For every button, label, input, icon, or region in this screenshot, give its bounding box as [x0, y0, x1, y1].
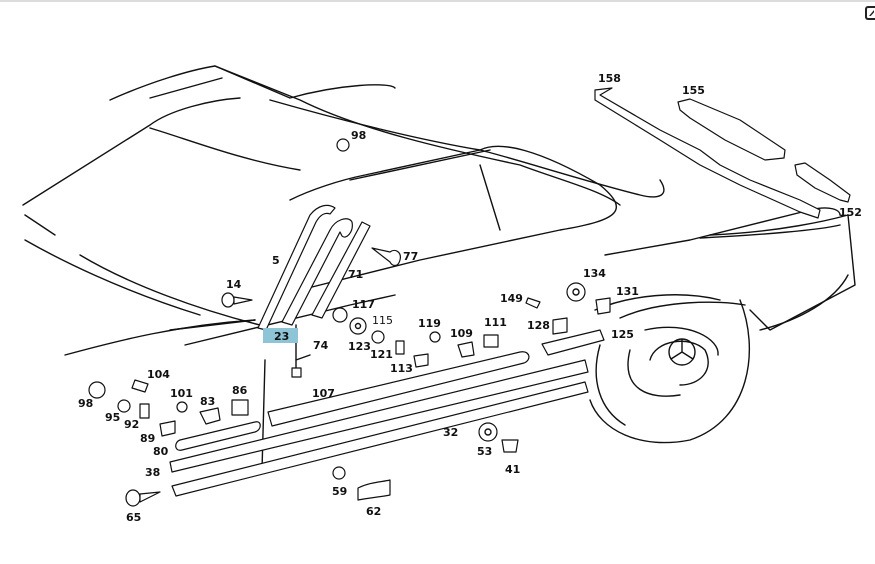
trim-152 — [794, 162, 851, 203]
highlight-box-23 — [263, 328, 298, 343]
callout-149[interactable]: 149 — [500, 292, 523, 305]
callout-128[interactable]: 128 — [527, 319, 550, 332]
callout-125[interactable]: 125 — [611, 328, 634, 341]
callout-113[interactable]: 113 — [390, 362, 413, 375]
callout-92[interactable]: 92 — [124, 418, 139, 431]
callout-117[interactable]: 117 — [352, 298, 375, 311]
callout-98-side[interactable]: 98 — [78, 397, 93, 410]
callout-59[interactable]: 59 — [332, 485, 347, 498]
fasteners — [88, 138, 611, 507]
callout-131[interactable]: 131 — [616, 285, 639, 298]
callout-83[interactable]: 83 — [200, 395, 215, 408]
callout-115[interactable]: 115 — [372, 314, 393, 327]
callout-158[interactable]: 158 — [598, 72, 621, 85]
callout-65[interactable]: 65 — [126, 511, 141, 524]
callout-80[interactable]: 80 — [153, 445, 169, 458]
callout-98-roof[interactable]: 98 — [351, 129, 366, 142]
callout-104[interactable]: 104 — [147, 368, 170, 381]
callout-62[interactable]: 62 — [366, 505, 381, 518]
callout-labels: 158 155 152 98 77 5 71 14 23 74 117 115 … — [78, 72, 862, 524]
callout-5[interactable]: 5 — [272, 254, 280, 267]
callout-38[interactable]: 38 — [145, 466, 160, 479]
callout-155[interactable]: 155 — [682, 84, 705, 97]
callout-107[interactable]: 107 — [312, 387, 335, 400]
top-border — [0, 0, 875, 2]
roof-rail-158 — [594, 87, 821, 219]
callout-95[interactable]: 95 — [105, 411, 120, 424]
callout-14[interactable]: 14 — [226, 278, 242, 291]
side-moldings — [169, 351, 589, 497]
callout-53[interactable]: 53 — [477, 445, 492, 458]
pillar-moldings — [257, 204, 371, 378]
callout-89[interactable]: 89 — [140, 432, 155, 445]
callout-41[interactable]: 41 — [505, 463, 520, 476]
callout-77[interactable]: 77 — [403, 250, 418, 263]
callout-121[interactable]: 121 — [370, 348, 393, 361]
trim-155 — [677, 98, 786, 161]
callout-74[interactable]: 74 — [313, 339, 329, 352]
callout-134[interactable]: 134 — [583, 267, 606, 280]
callout-152[interactable]: 152 — [839, 206, 862, 219]
callout-123[interactable]: 123 — [348, 340, 371, 353]
edit-icon[interactable] — [865, 6, 875, 20]
callout-111[interactable]: 111 — [484, 316, 507, 329]
callout-23[interactable]: 23 — [274, 330, 289, 343]
callout-71[interactable]: 71 — [348, 268, 363, 281]
callout-101[interactable]: 101 — [170, 387, 193, 400]
callout-119[interactable]: 119 — [418, 317, 441, 330]
callout-32[interactable]: 32 — [443, 426, 458, 439]
callout-109[interactable]: 109 — [450, 327, 473, 340]
callout-86[interactable]: 86 — [232, 384, 248, 397]
car-body-outline — [22, 65, 856, 471]
